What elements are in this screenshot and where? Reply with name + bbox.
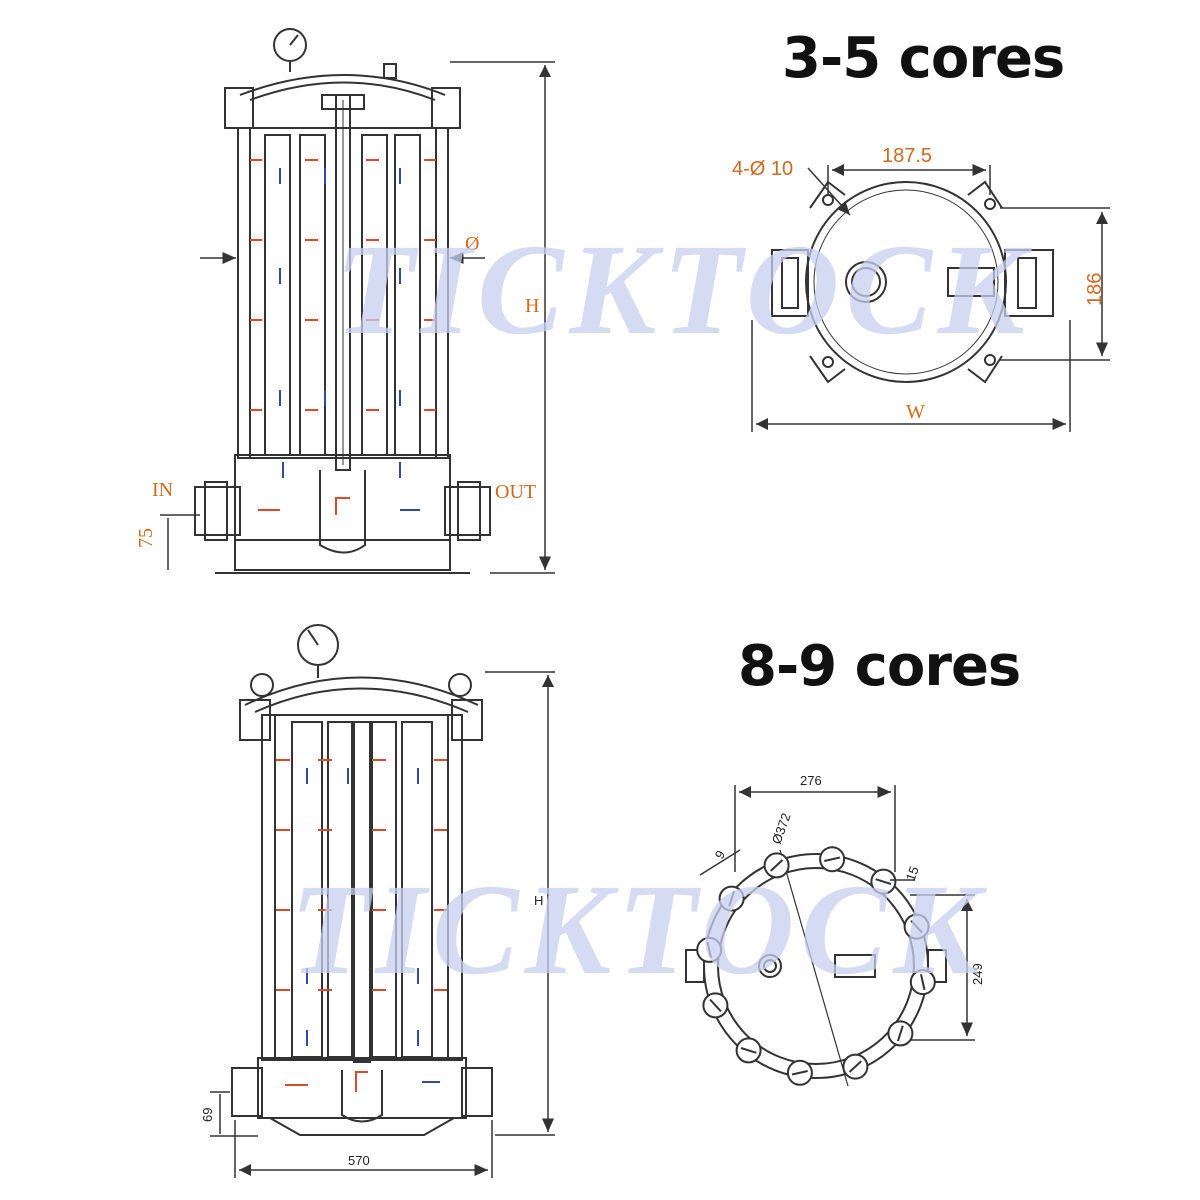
- bottom-plan-nameplate: [834, 954, 876, 978]
- flange-bolt-slot: [875, 878, 892, 885]
- dim-h-bottom: H: [534, 893, 543, 908]
- bottom-plan-view: [685, 846, 947, 1087]
- dim-holes: 4-Ø 10: [732, 158, 793, 180]
- top-plan-view: [771, 180, 1054, 384]
- flange-bolt-slot: [770, 859, 784, 872]
- dim-75: 75: [135, 528, 157, 548]
- bottom-center-rod: [353, 721, 371, 1063]
- label-in: IN: [152, 479, 173, 501]
- bottom-side-dimensions: [210, 671, 555, 1178]
- flange-bolt-slot: [709, 998, 722, 1012]
- flange-bolts: [696, 846, 936, 1086]
- bottom-flow-arrows: [276, 759, 447, 1092]
- dim-187-5: 187.5: [882, 145, 932, 167]
- top-plan-dimensions: [751, 164, 1110, 432]
- bottom-housing-shell: [261, 714, 463, 1061]
- dim-276: 276: [800, 773, 822, 788]
- dim-372: Ø372: [769, 811, 794, 846]
- flange-bolt-slot: [728, 890, 735, 907]
- outlet-pipe: [444, 486, 491, 536]
- bottom-side-view: [231, 624, 493, 1136]
- label-out: OUT: [495, 481, 536, 503]
- title-8-9-cores: 8-9 cores: [738, 634, 1021, 699]
- top-plan-port-icon: [845, 261, 887, 303]
- flange-bolt-slot: [920, 974, 926, 991]
- dim-570: 570: [348, 1153, 370, 1168]
- inlet-pipe: [194, 486, 241, 536]
- watermark-top: TICKTOCK: [335, 218, 1031, 362]
- bottom-plan-port-icon: [758, 954, 782, 978]
- top-plan-nameplate: [947, 267, 995, 297]
- bottom-plan-body: [717, 867, 915, 1065]
- dim-249: 249: [970, 963, 985, 985]
- top-side-view: [194, 28, 491, 574]
- top-side-dimensions: [160, 61, 555, 574]
- flange-bolt-slot: [848, 1060, 862, 1073]
- top-lid: [239, 74, 446, 96]
- flange-bolt-slot: [740, 1047, 757, 1054]
- watermark-bottom: TICKTOCK: [290, 858, 986, 1002]
- dim-w: W: [906, 401, 925, 423]
- dim-diameter: Ø: [465, 233, 479, 255]
- flange-bolt-slot: [897, 1025, 904, 1042]
- flange-bolt-slot: [910, 920, 923, 934]
- bottom-plan-dimensions: [699, 785, 975, 1041]
- flange-bolt-slot: [706, 941, 712, 958]
- dim-15: 15: [903, 864, 922, 883]
- dim-h-top: H: [525, 295, 539, 317]
- bottom-base-chamber: [257, 1057, 467, 1119]
- flange-bolt-slot: [791, 1070, 808, 1076]
- flange-bolt-slot: [824, 856, 841, 862]
- dim-186: 186: [1084, 273, 1106, 306]
- dim-69: 69: [200, 1108, 215, 1122]
- title-3-5-cores: 3-5 cores: [782, 26, 1065, 91]
- top-flow-arrows: [250, 159, 436, 515]
